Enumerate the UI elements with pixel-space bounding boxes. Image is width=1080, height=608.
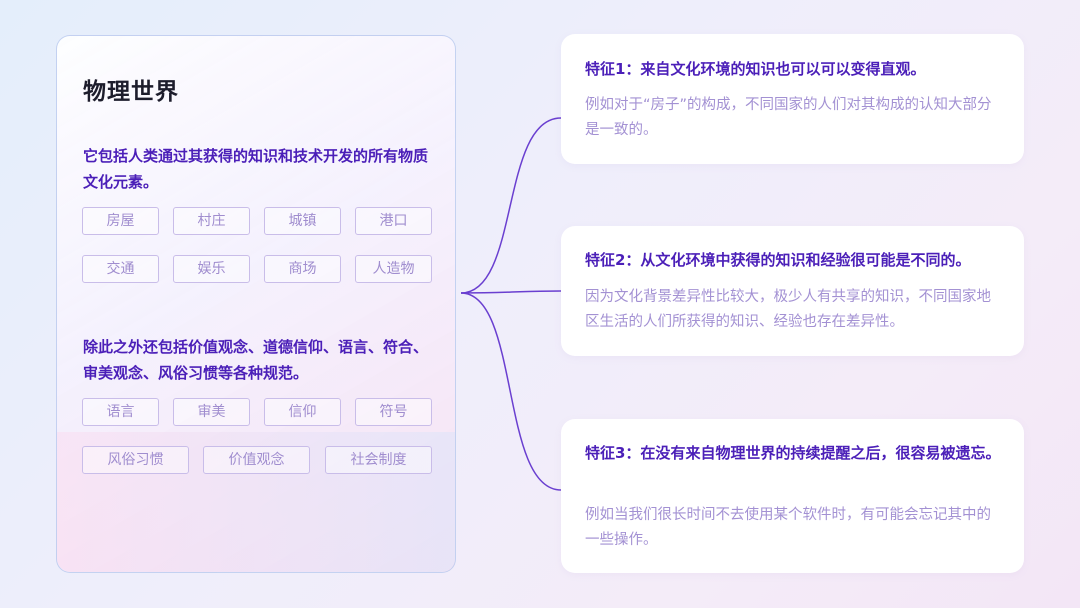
tag-item: 商场 <box>264 255 341 283</box>
connector-to-feature-2 <box>460 290 562 294</box>
tag-item: 城镇 <box>264 207 341 235</box>
feature-card-3: 特征3：在没有来自物理世界的持续提醒之后，很容易被遗忘。 例如当我们很长时间不去… <box>561 419 1024 573</box>
feature-title: 特征1：来自文化环境的知识也可以可以变得直观。 <box>585 60 926 78</box>
tag-item: 人造物 <box>355 255 432 283</box>
tag-item: 信仰 <box>264 398 341 426</box>
tag-item: 符号 <box>355 398 432 426</box>
norms-description: 除此之外还包括价值观念、道德信仰、语言、符合、审美观念、风俗习惯等各种规范。 <box>83 338 429 382</box>
feature-title: 特征2：从文化环境中获得的知识和经验很可能是不同的。 <box>585 251 971 269</box>
feature-card-2: 特征2：从文化环境中获得的知识和经验很可能是不同的。 因为文化背景差异性比较大，… <box>561 226 1024 356</box>
feature-description: 例如当我们很长时间不去使用某个软件时，有可能会忘记其中的一些操作。 <box>585 507 991 548</box>
connector-to-feature-1 <box>460 117 562 294</box>
tag-item: 语言 <box>82 398 159 426</box>
tag-item: 价值观念 <box>203 446 310 474</box>
physical-world-panel: 物理世界 它包括人类通过其获得的知识和技术开发的所有物质文化元素。 房屋 村庄 … <box>56 35 456 573</box>
tag-item: 房屋 <box>82 207 159 235</box>
feature-description: 例如对于“房子”的构成，不同国家的人们对其构成的认知大部分是一致的。 <box>585 97 992 138</box>
tag-item: 风俗习惯 <box>82 446 189 474</box>
panel-title: 物理世界 <box>83 79 179 105</box>
tag-item: 港口 <box>355 207 432 235</box>
tag-item: 社会制度 <box>325 446 432 474</box>
tag-item: 审美 <box>173 398 250 426</box>
tag-item: 村庄 <box>173 207 250 235</box>
connector-to-feature-3 <box>460 292 562 491</box>
tag-item: 娱乐 <box>173 255 250 283</box>
feature-card-1: 特征1：来自文化环境的知识也可以可以变得直观。 例如对于“房子”的构成，不同国家… <box>561 34 1024 164</box>
feature-description: 因为文化背景差异性比较大，极少人有共享的知识，不同国家地区生活的人们所获得的知识… <box>585 289 991 330</box>
tag-item: 交通 <box>82 255 159 283</box>
feature-title: 特征3：在没有来自物理世界的持续提醒之后，很容易被遗忘。 <box>585 444 1001 462</box>
material-culture-description: 它包括人类通过其获得的知识和技术开发的所有物质文化元素。 <box>83 147 429 191</box>
